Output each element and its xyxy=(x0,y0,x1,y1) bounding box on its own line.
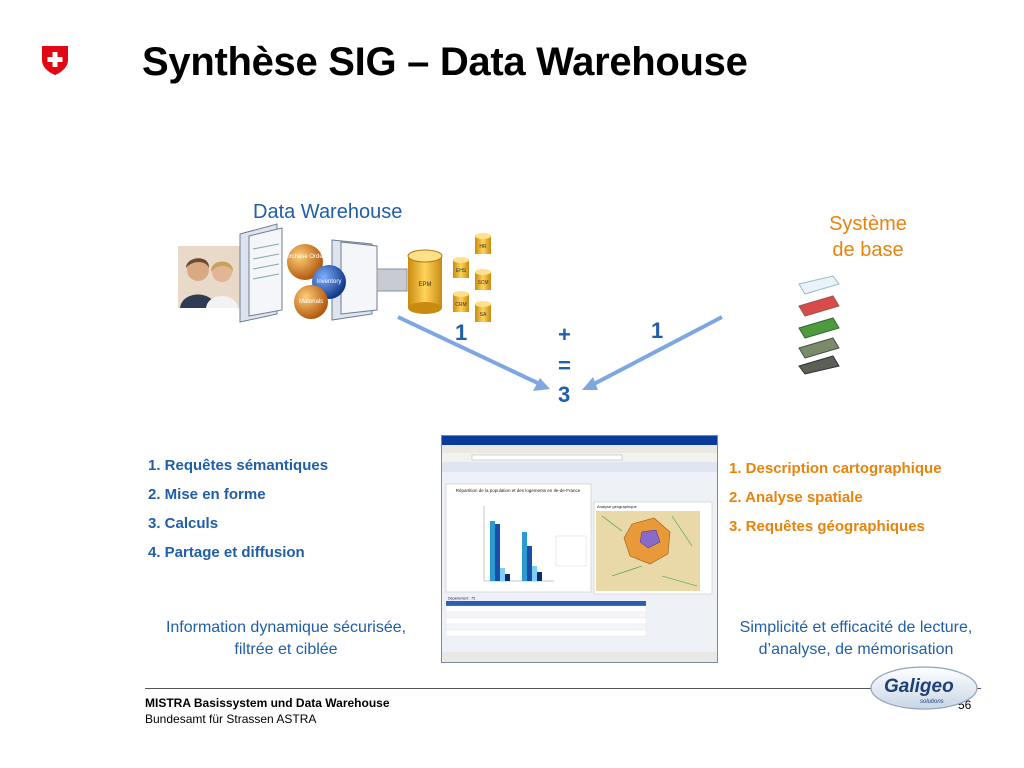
equation-equals: = xyxy=(558,353,571,378)
right-list-item: 1. Description cartographique xyxy=(729,460,942,477)
ehs-label: EHS xyxy=(456,268,467,274)
left-caption-line1: Information dynamique sécurisée, xyxy=(165,619,407,636)
footer-divider xyxy=(145,688,981,689)
equation-one-left: 1 xyxy=(455,320,468,345)
epm-label: EPM xyxy=(418,282,431,288)
left-caption-line2: filtrée et ciblée xyxy=(234,641,338,658)
small-databases: HR EHS SCM CRM SA xyxy=(453,233,491,322)
screenshot-table-rows xyxy=(445,605,647,637)
left-list-item: 4. Partage et diffusion xyxy=(148,544,305,561)
sa-label: SA xyxy=(480,312,487,318)
logo-subtext: solutions xyxy=(920,699,944,705)
inventory-label: Inventory xyxy=(317,279,342,285)
right-caption-line1: Simplicité et efficacité de lecture, xyxy=(739,619,973,636)
crm-label: CRM xyxy=(455,302,466,308)
data-warehouse-label: Data Warehouse xyxy=(253,201,403,223)
gis-layers-icon xyxy=(798,275,840,375)
orders-label: Purchase Orders xyxy=(282,254,327,260)
slide-title: Synthèse SIG – Data Warehouse xyxy=(142,40,748,84)
data-warehouse-graphic: Purchase Orders Inventory Materials EPM … xyxy=(239,223,491,323)
screenshot-graphic: Répartition de la population et des loge… xyxy=(442,436,717,662)
right-caption: Simplicité et efficacité de lecture, d’a… xyxy=(716,617,996,661)
screenshot-table-title: Département : 75 xyxy=(448,597,475,601)
scm-label: SCM xyxy=(477,280,488,286)
equation-one-right: 1 xyxy=(651,318,664,343)
right-caption-line2: d’analyse, de mémorisation xyxy=(758,641,954,658)
systeme-label-line1: Système xyxy=(829,213,907,235)
footer-organization: Bundesamt für Strassen ASTRA xyxy=(145,712,317,726)
logo-text: Galigeo xyxy=(884,676,954,697)
application-screenshot: Répartition de la population et des loge… xyxy=(441,435,718,663)
right-feature-list: 1. Description cartographique 2. Analyse… xyxy=(729,454,942,541)
left-list-item: 3. Calculs xyxy=(148,515,219,532)
equation-plus: + xyxy=(558,322,571,347)
right-list-item: 3. Requêtes géographiques xyxy=(729,518,925,535)
screenshot-chart-title: Répartition de la population et des loge… xyxy=(456,488,581,493)
systeme-label-line2: de base xyxy=(832,239,904,261)
systeme-de-base-label: Système de base xyxy=(812,211,924,263)
left-list-item: 1. Requêtes sémantiques xyxy=(148,457,329,474)
screenshot-map-title: Analyse géographique xyxy=(597,504,638,509)
left-list-item: 2. Mise en forme xyxy=(148,486,266,503)
right-list-item: 2. Analyse spatiale xyxy=(729,489,863,506)
left-caption: Information dynamique sécurisée, filtrée… xyxy=(138,617,434,661)
footer-project-name: MISTRA Basissystem und Data Warehouse xyxy=(145,696,390,710)
swiss-shield-logo xyxy=(42,46,68,75)
materials-label: Materials xyxy=(299,299,323,305)
people-photo xyxy=(178,246,240,308)
left-feature-list: 1. Requêtes sémantiques 2. Mise en forme… xyxy=(148,451,328,567)
equation-result: 3 xyxy=(558,382,571,407)
hr-label: HR xyxy=(479,244,487,250)
galigeo-logo: Galigeo solutions xyxy=(870,666,978,710)
screenshot-bars xyxy=(490,521,542,581)
